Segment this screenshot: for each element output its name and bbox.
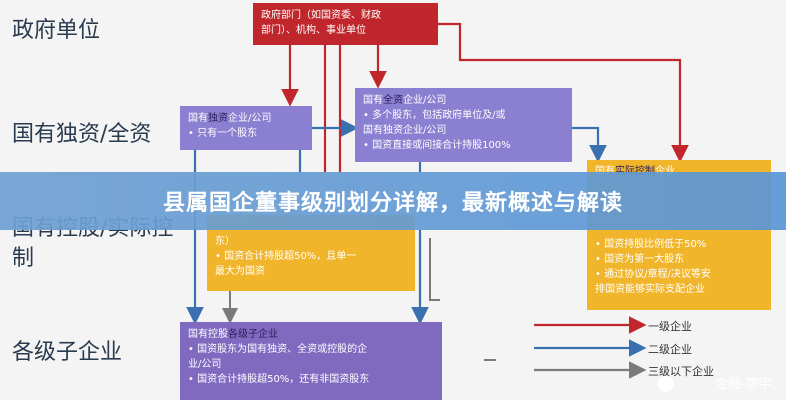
subsidiary-line-3: • 国资合计持股超50%，还有非国资股东 — [188, 374, 370, 385]
actual-control-line-2: • 国资为第一大股东 — [595, 254, 685, 265]
level-label-sub: 各级子企业 — [12, 340, 123, 365]
legend-lines — [534, 316, 647, 379]
watermark-logo-icon — [658, 376, 674, 392]
level-label-gov: 政府单位 — [12, 18, 101, 43]
gov-dept-line-1: 政府部门（如国资委、财政 — [261, 10, 381, 21]
red-arrows — [281, 22, 689, 172]
level-label-sole: 国有独资/全资 — [12, 122, 152, 147]
sole-owned-title: 国有独资企业/公司 — [188, 113, 272, 124]
holding-line-1: 东） — [215, 236, 235, 247]
legend-level-3: 三级以下企业 — [648, 365, 714, 378]
subsidiary-line-2: 业/公司 — [188, 359, 222, 370]
legend-level-2: 二级企业 — [648, 343, 692, 356]
gov-dept-box: 政府部门（如国资委、财政 部门）、机构、事业单位 — [253, 3, 438, 45]
actual-control-line-1: • 国资持股比例低于50% — [595, 239, 707, 250]
subsidiary-title: 国有控股各级子企业 — [188, 329, 278, 340]
wholly-owned-box: 国有全资企业/公司 • 多个股东，包括政府单位及/或 国有独资企业/公司 • 国… — [355, 88, 572, 162]
subsidiary-line-1: • 国资股东为国有独资、全资或控股的企 — [188, 344, 368, 355]
wholly-owned-title: 国有全资企业/公司 — [363, 95, 447, 106]
sole-owned-line-1: • 只有一个股东 — [188, 128, 258, 139]
holding-line-2: • 国资合计持股超50%，且单一 — [215, 251, 357, 262]
watermark-text: 金融-廖宇 — [715, 377, 772, 392]
gray-arrows — [222, 238, 496, 361]
title-banner: 县属国企董事级别划分详解，最新概述与解读 — [0, 172, 786, 230]
wholly-owned-line-1: • 多个股东，包括政府单位及/或 — [363, 110, 506, 121]
wholly-owned-line-2: 国有独资企业/公司 — [363, 125, 447, 136]
sole-owned-box: 国有独资企业/公司 • 只有一个股东 — [180, 106, 312, 150]
actual-control-line-3: • 通过协议/章程/决议等安 — [595, 269, 711, 280]
holding-line-3: 最大为国资 — [215, 266, 265, 277]
gov-dept-line-2: 部门）、机构、事业单位 — [261, 25, 366, 36]
banner-title: 县属国企董事级别划分详解，最新概述与解读 — [162, 191, 623, 216]
wholly-owned-line-3: • 国资直接或间接合计持股100% — [363, 140, 511, 151]
actual-control-title: 国有实际控制企业 — [595, 164, 763, 179]
subsidiary-box: 国有控股各级子企业 • 国资股东为国有独资、全资或控股的企 业/公司 • 国资合… — [180, 322, 442, 400]
legend-level-1: 一级企业 — [648, 320, 692, 333]
actual-control-line-4: 排国资能够实际支配企业 — [595, 284, 705, 295]
